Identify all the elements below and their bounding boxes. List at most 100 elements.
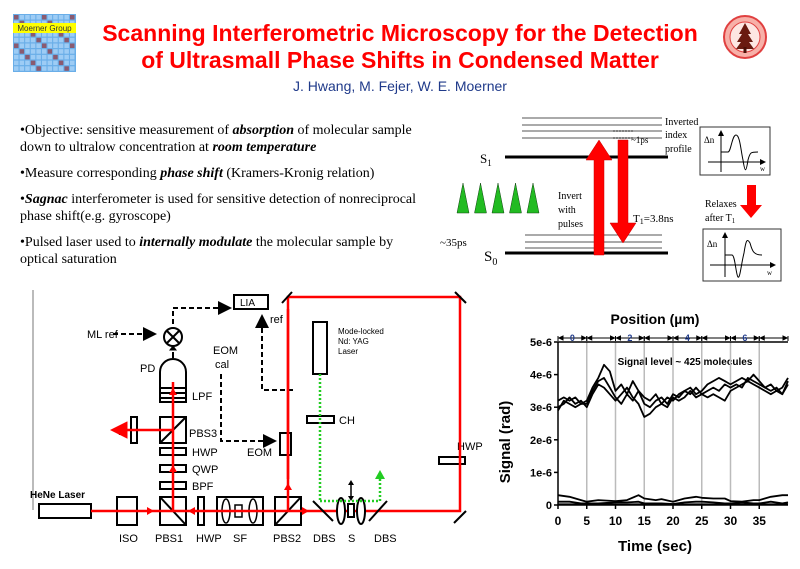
y-tick-label: 5e-6 [530,337,552,349]
x-tick-label: 30 [724,514,738,528]
mirrors [281,291,467,524]
bullet-phase-shift: •Measure corresponding phase shift (Kram… [20,166,375,181]
sample-label: S [348,533,355,545]
ref-label: ref [270,314,284,326]
pulse-icon [509,182,522,214]
inverted-label-3: profile [665,144,692,155]
optical-setup-diagram: LIA ref ML ref PD LPF EOM cal PBS3 B HWP… [30,290,483,545]
page-title: Scanning Interferometric Microscopy for … [100,20,700,74]
invert-label-2: with [558,205,576,216]
bullet-pulsed-laser: •Pulsed laser used to internally modulat… [20,235,394,267]
position-segment [586,335,616,341]
stanford-seal-logo [722,14,768,60]
x-tick-label: 15 [638,514,652,528]
pbs3-label: PBS3 [189,428,217,440]
position-tick-label: 4 [685,333,690,343]
y-tick-label: 0 [546,500,552,512]
position-tick-label: 0 [570,333,575,343]
x-axis-label: Time (sec) [618,538,692,555]
inverted-profile-plot: Δn w [699,126,771,176]
hene-laser [38,503,92,519]
pulse-width-label: ~35ps [440,237,467,249]
pump-pulses [456,182,540,214]
pulse-icon [491,182,505,214]
bpf-label: BPF [192,481,214,493]
ch-ref-path [255,314,293,391]
title-line-2: of Ultrasmall Phase Shifts in Condensed … [141,47,659,73]
sample-stage [336,480,366,525]
x-tick-label: 0 [555,514,562,528]
ndyag-laser [312,321,328,375]
dbs2-label: DBS [374,533,397,545]
mixer-to-lia-path [172,301,232,324]
x-tick-label: 20 [666,514,680,528]
lpf-label: LPF [192,391,212,403]
ndyag-label-2: Nd: YAG [338,337,369,346]
position-segment [758,335,789,341]
svg-text:w: w [767,269,773,277]
invert-label-3: pulses [558,219,583,230]
x-tick-label: 25 [695,514,709,528]
pbs2-label: PBS2 [273,533,301,545]
beam-direction-arrows [147,388,309,515]
ml-ref-label: ML ref [87,329,119,341]
relaxed-profile-plot: Δn w [702,228,782,282]
chart-annotation: Signal level ~ 425 molecules [618,357,753,368]
eom [279,432,292,456]
eom-label: EOM [247,447,272,459]
hwp-right [438,456,466,465]
ch-label: CH [339,415,355,427]
pump-output-arrow [375,470,385,479]
moerner-group-logo: Moerner Group [13,14,76,72]
relaxes-label-1: Relaxes [705,199,737,210]
bullet-sagnac: •Sagnac interferometer is used for sensi… [20,192,417,224]
energy-level-diagram: S1 S0 ~35ps Invert with pulses ~1ps T1=3… [440,117,782,282]
relaxation-arrow [609,139,637,244]
eom-cal-label-2: cal [215,359,229,371]
chart-title: Position (µm) [611,311,700,327]
inverted-label-1: Inverted [665,117,698,128]
probe-beam-path [91,295,462,513]
hene-label: HeNe Laser [30,490,85,501]
logo-label: Moerner Group [17,24,72,33]
excitation-arrow [585,139,613,256]
photodiode [159,358,187,389]
ndyag-label-1: Mode-locked [338,327,384,336]
svg-text:Δn: Δn [704,135,715,145]
qwp-label: QWP [192,464,218,476]
pulse-icon [456,182,470,214]
bullet-objective: •Objective: sensitive measurement of abs… [20,123,412,155]
inverted-label-2: index [665,130,687,141]
position-segment [701,335,731,341]
series-line-background-2 [558,500,789,505]
s0-vibrational-levels [525,234,662,249]
y-tick-label: 1e-6 [530,467,552,479]
s1-label: S1 [480,151,492,168]
pbs1-label: PBS1 [155,533,183,545]
iso-label: ISO [119,533,138,545]
vibrational-relax-label: ~1ps [631,135,649,145]
y-tick-label: 3e-6 [530,402,552,414]
dbs1-label: DBS [313,533,336,545]
y-axis-label: Signal (rad) [497,401,514,484]
pd-label: PD [140,363,155,375]
relaxes-arrow [740,185,762,218]
position-tick-label: 6 [742,333,747,343]
sf-label: SF [233,533,247,545]
authors: J. Hwang, M. Fejer, W. E. Moerner [293,78,507,94]
title-line-1: Scanning Interferometric Microscopy for … [102,20,698,46]
relaxes-label-2: after T1 [705,213,736,225]
position-tick-label: 2 [627,333,632,343]
svg-text:w: w [760,165,766,173]
series-line-background-1 [557,494,788,503]
ndyag-label-3: Laser [338,347,358,356]
hwp-bottom-label: HWP [196,533,222,545]
eom-cal-label-1: EOM [213,345,238,357]
pulse-icon [474,182,487,214]
pump-beam-path [318,374,382,503]
invert-label-1: Invert [558,191,582,202]
lia-label: LIA [240,298,255,309]
series-line-signal-run-3 [557,377,789,411]
hwp-right-label: HWP [457,441,483,453]
lia-box [233,294,269,310]
